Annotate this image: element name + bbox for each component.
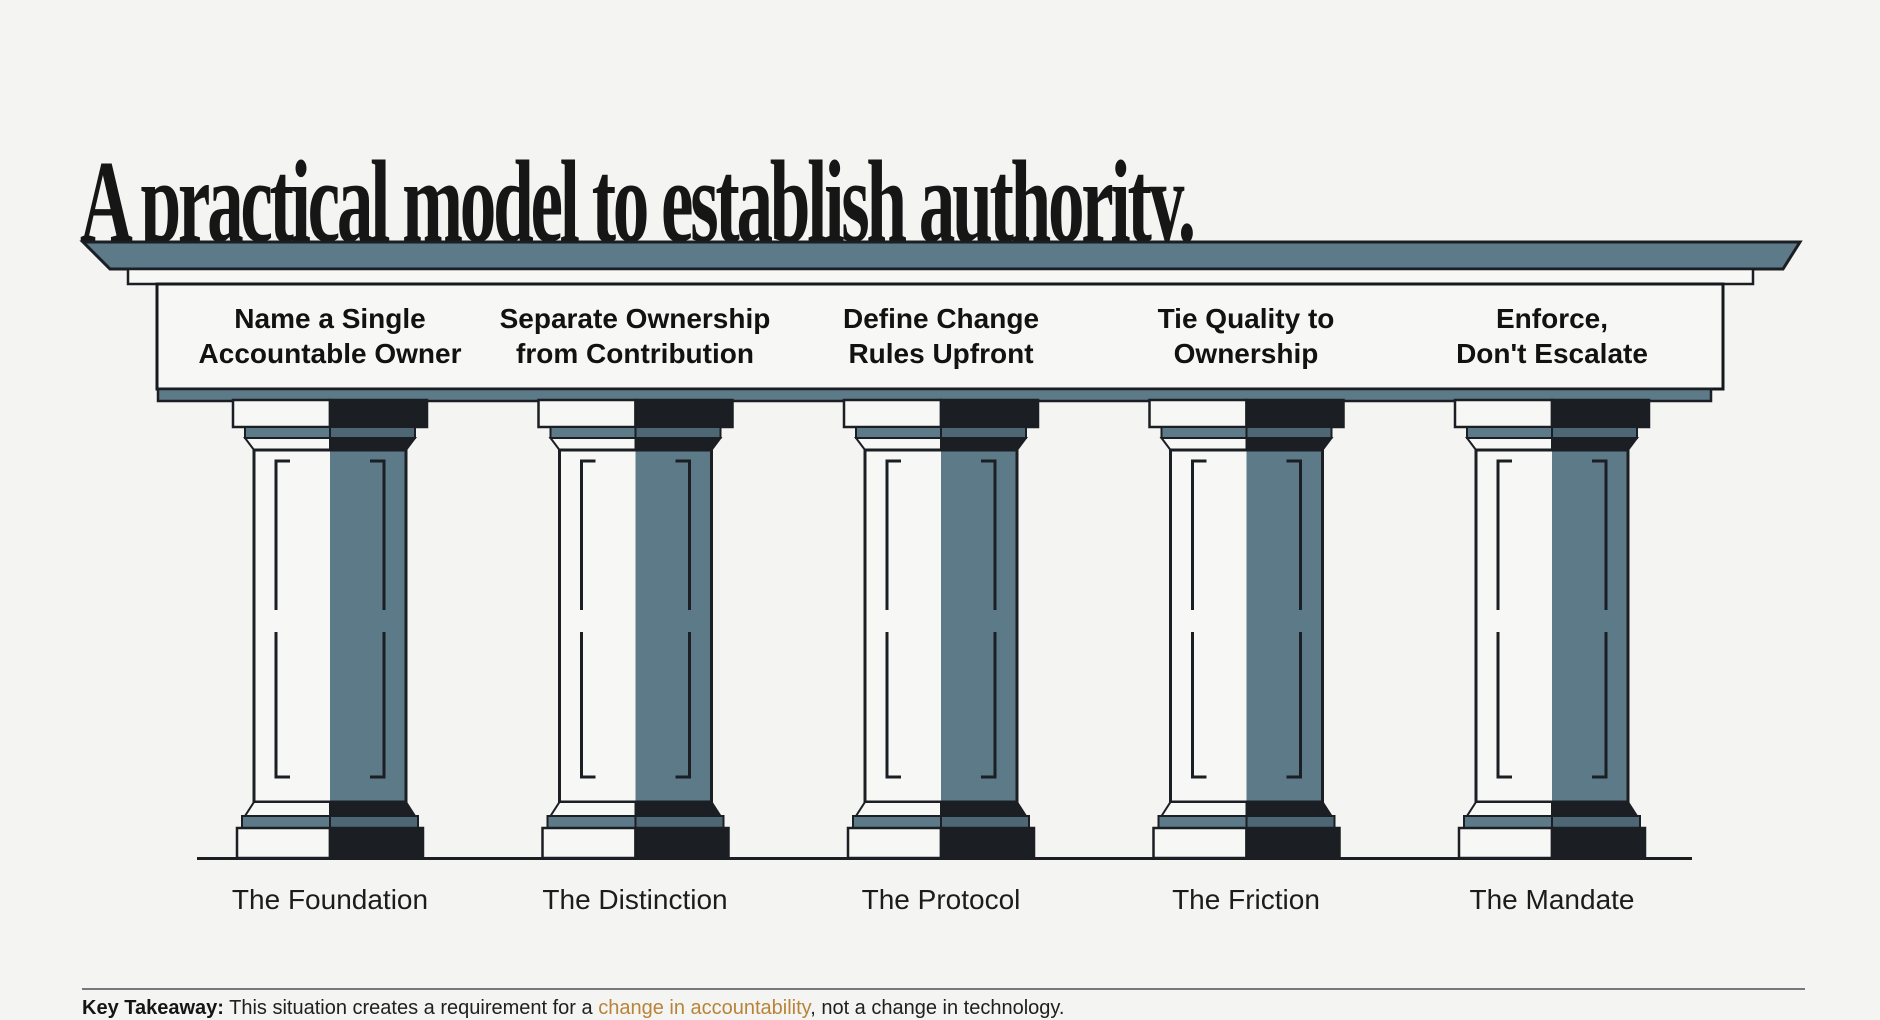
frieze-panel [155,282,1725,391]
pillar-3 [842,398,1040,860]
pillar-caption-4: The Friction [1172,884,1320,915]
pillar-5 [1453,398,1651,860]
pillar-2 [537,398,734,860]
pillar-caption-2: The Distinction [542,884,728,915]
takeaway-label: Key Takeaway: [82,997,224,1019]
entablature-step [126,267,1755,286]
frieze-label-3: Define Change Rules Upfront [842,303,1040,369]
frieze-label-1: Name a Single Accountable Owner [198,303,462,369]
frieze-label-4: Tie Quality to Ownership [1157,303,1335,369]
takeaway-text-post: , not a change in technology. [810,997,1065,1019]
cornice [79,240,1803,271]
key-takeaway: Key Takeaway: This situation creates a r… [82,996,1064,1020]
pillar-caption-3: The Protocol [861,884,1021,915]
pillar-caption-5: The Mandate [1469,884,1635,915]
takeaway-highlight: change in accountability [598,997,811,1019]
takeaway-text-pre: This situation creates a requirement for… [223,997,599,1019]
pillar-caption-1: The Foundation [231,884,429,915]
pillar-1 [231,398,429,860]
pillar-4 [1148,398,1345,860]
takeaway-divider [82,988,1805,990]
frieze-label-5: Enforce, Don't Escalate [1456,303,1648,369]
frieze-label-2: Separate Ownership from Contribution [499,303,771,369]
